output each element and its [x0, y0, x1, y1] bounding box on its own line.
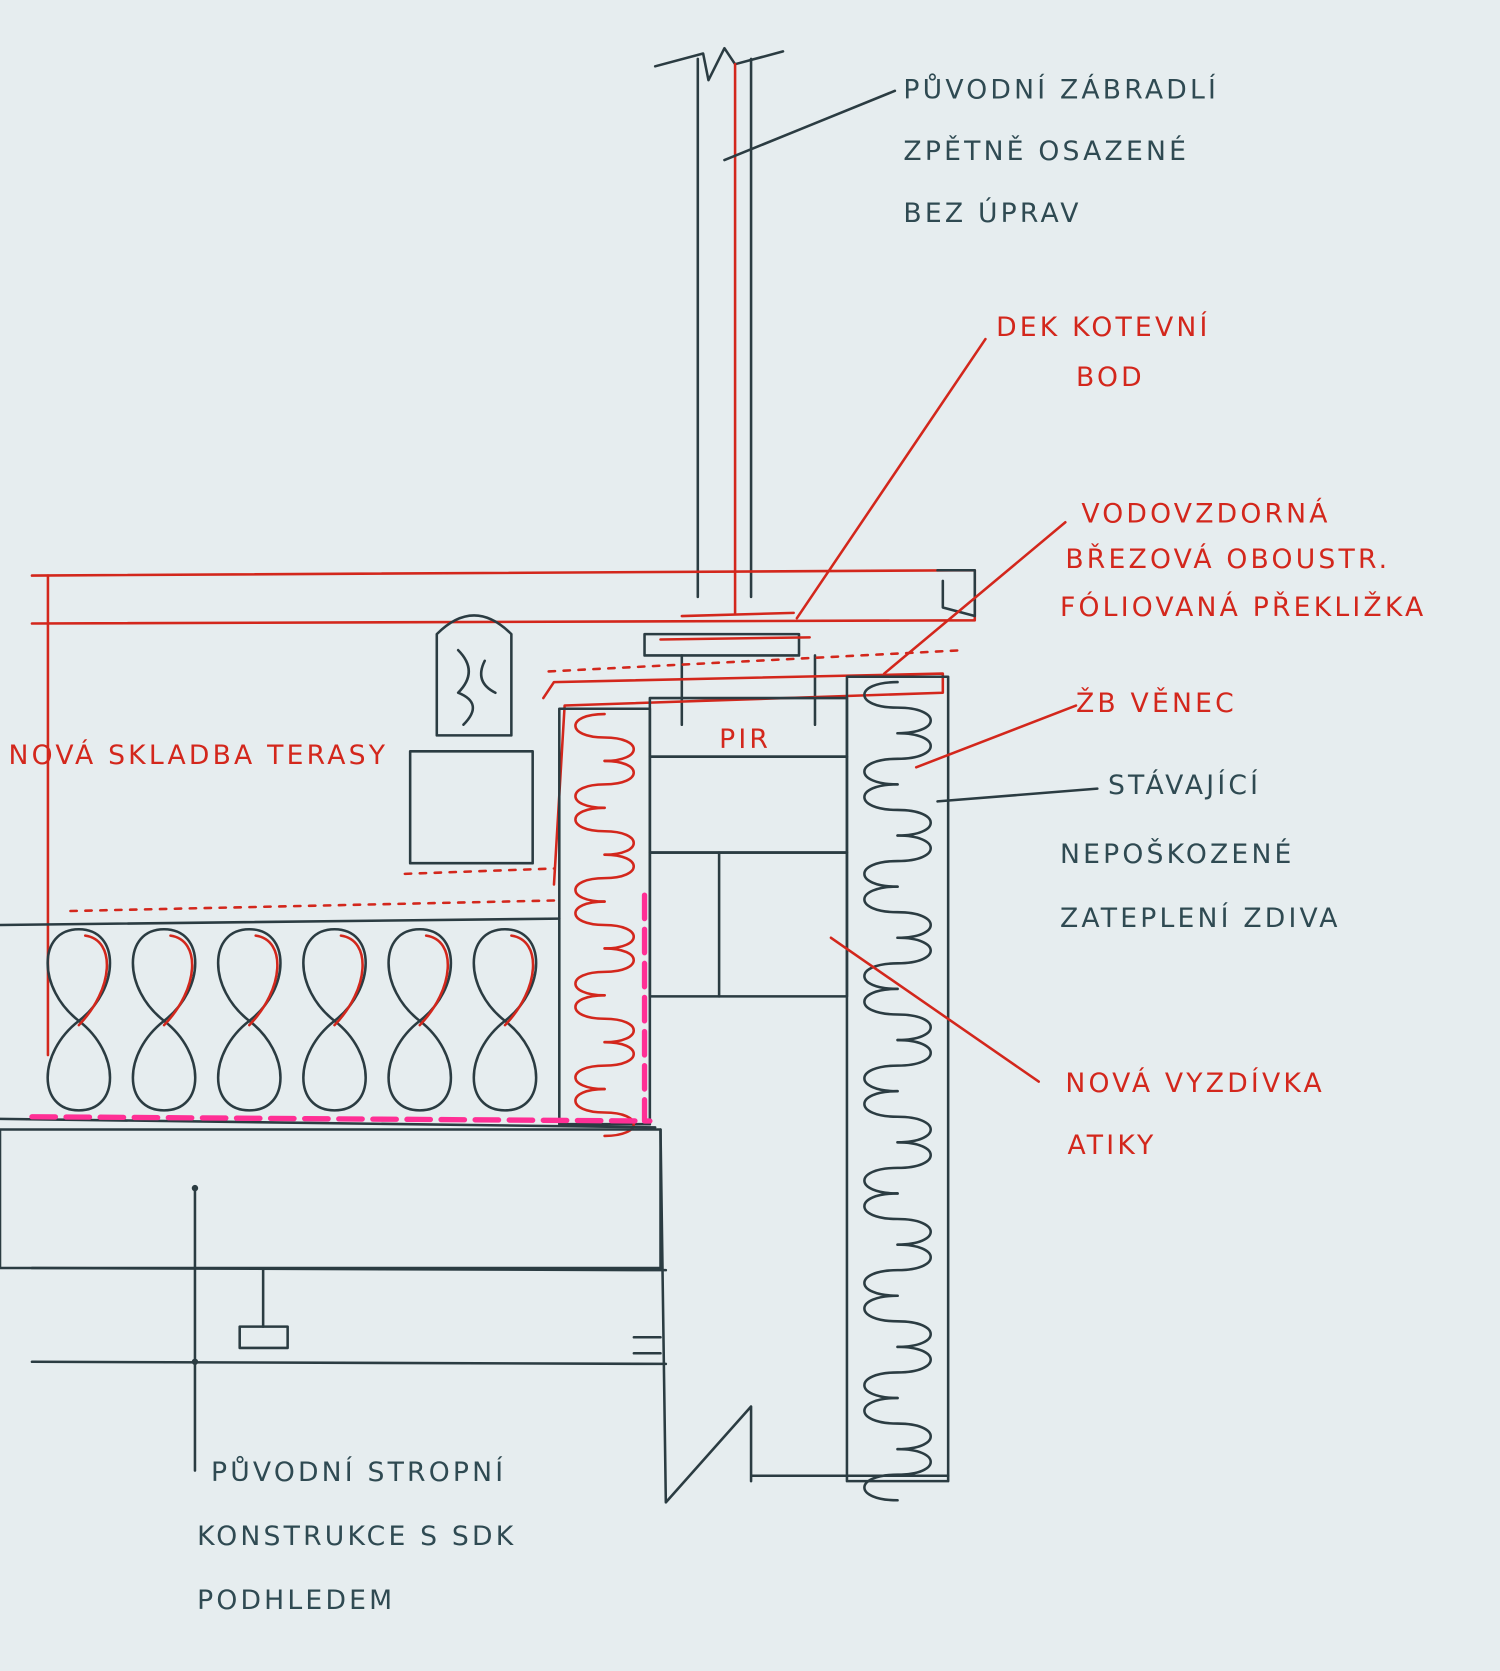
insulation-loop [863, 936, 932, 991]
insulation-loop [863, 1141, 932, 1195]
new-attic-masonry [648, 851, 849, 998]
leader-lines [723, 89, 1099, 1083]
insulation-loop [863, 1038, 932, 1093]
insulation-loop [863, 783, 932, 837]
insulation-loop [574, 947, 635, 997]
insulation-loop [863, 885, 932, 940]
label-anchor: DEK KOTEVNÍ BOD [996, 311, 1210, 393]
svg-text:PŮVODNÍ ZÁBRADLÍ: PŮVODNÍ ZÁBRADLÍ [903, 73, 1219, 105]
label-insulation: STÁVAJÍCÍ NEPOŠKOZENÉ ZATEPLENÍ ZDIVA [1060, 769, 1341, 934]
label-masonry: NOVÁ VYZDÍVKA ATIKY [1065, 1067, 1325, 1161]
insulation-loop [574, 712, 635, 763]
insulation-loop [863, 1243, 932, 1298]
svg-text:NEPOŠKOZENÉ: NEPOŠKOZENÉ [1060, 837, 1295, 870]
insulation-loop-red [333, 934, 364, 1027]
svg-text:ATIKY: ATIKY [1067, 1130, 1156, 1161]
insulation-loop [574, 853, 635, 903]
insulation-loop [472, 927, 538, 1112]
svg-text:BEZ ÚPRAV: BEZ ÚPRAV [903, 197, 1081, 229]
insulation-loop [863, 680, 932, 735]
label-railing: PŮVODNÍ ZÁBRADLÍ ZPĚTNĚ OSAZENÉ BEZ ÚPRA… [903, 73, 1219, 229]
insulation-loop-red [503, 934, 535, 1027]
insulation-loop-red [418, 934, 449, 1027]
svg-text:BŘEZOVÁ OBOUSTR.: BŘEZOVÁ OBOUSTR. [1065, 543, 1390, 575]
svg-text:ŽB VĚNEC: ŽB VĚNEC [1076, 687, 1237, 719]
insulation-loop [574, 759, 635, 810]
svg-text:ZATEPLENÍ ZDIVA: ZATEPLENÍ ZDIVA [1060, 902, 1341, 934]
paver-stone [435, 614, 513, 737]
gravel-layer [62, 648, 966, 913]
insulation-loop [863, 1089, 932, 1144]
insulation-loop [217, 927, 282, 1112]
svg-text:VODOVZDORNÁ: VODOVZDORNÁ [1081, 497, 1330, 529]
insulation-loop [574, 806, 635, 856]
vapor-barrier [29, 892, 653, 1124]
insulation-loop [387, 927, 452, 1112]
insulation-loop [46, 927, 112, 1112]
insulation-loop [574, 994, 635, 1044]
terrace-deck-board [30, 568, 977, 1057]
plywood-sheet [542, 672, 945, 886]
svg-text:DEK KOTEVNÍ: DEK KOTEVNÍ [996, 311, 1210, 343]
insulation-loop [863, 731, 932, 786]
insulation-loop-red [77, 934, 109, 1027]
svg-text:NOVÁ SKLADBA TERASY: NOVÁ SKLADBA TERASY [9, 739, 389, 771]
svg-text:BOD: BOD [1076, 362, 1145, 393]
sdk-ceiling [30, 1128, 950, 1504]
insulation-loop [302, 927, 367, 1112]
svg-text:KONSTRUKCE S SDK: KONSTRUKCE S SDK [197, 1521, 516, 1552]
svg-text:PODHLEDEM: PODHLEDEM [197, 1585, 395, 1616]
svg-text:FÓLIOVANÁ PŘEKLIŽKA: FÓLIOVANÁ PŘEKLIŽKA [1060, 591, 1426, 623]
insulation-loop [863, 1345, 932, 1400]
svg-text:ZPĚTNĚ OSAZENÉ: ZPĚTNĚ OSAZENÉ [903, 135, 1189, 167]
pir-label: PIR [719, 724, 771, 755]
insulation-loop-red [162, 934, 194, 1027]
label-ceiling: PŮVODNÍ STROPNÍ KONSTRUKCE S SDK PODHLED… [197, 1456, 516, 1616]
insulation-loop [863, 834, 932, 888]
label-plywood: VODOVZDORNÁ BŘEZOVÁ OBOUSTR. FÓLIOVANÁ P… [1060, 497, 1426, 623]
stone-texture [456, 648, 497, 726]
ceiling-slab [0, 1128, 662, 1270]
railing-post [653, 46, 785, 615]
terrace-insulation [0, 917, 657, 1129]
insulation-loop [863, 1396, 932, 1451]
svg-text:NOVÁ VYZDÍVKA: NOVÁ VYZDÍVKA [1065, 1067, 1325, 1099]
anchor-plate [643, 611, 817, 726]
label-ring-beam: ŽB VĚNEC [1076, 687, 1237, 719]
svg-text:STÁVAJÍCÍ: STÁVAJÍCÍ [1108, 769, 1261, 801]
insulation-loop [574, 1040, 635, 1091]
label-terrace: NOVÁ SKLADBA TERASY [9, 739, 389, 771]
insulation-loop [574, 900, 635, 950]
existing-wall-insulation [845, 675, 950, 1483]
insulation-loop [863, 1294, 932, 1349]
insulation-loop [863, 1192, 932, 1246]
insulation-loop [863, 987, 932, 1042]
ring-beam [648, 755, 849, 854]
paver-block [408, 750, 534, 865]
attic-inner-insulation [558, 707, 652, 1126]
svg-text:PŮVODNÍ STROPNÍ: PŮVODNÍ STROPNÍ [211, 1456, 506, 1488]
insulation-loop [131, 927, 197, 1112]
insulation-loop-red [248, 934, 279, 1027]
